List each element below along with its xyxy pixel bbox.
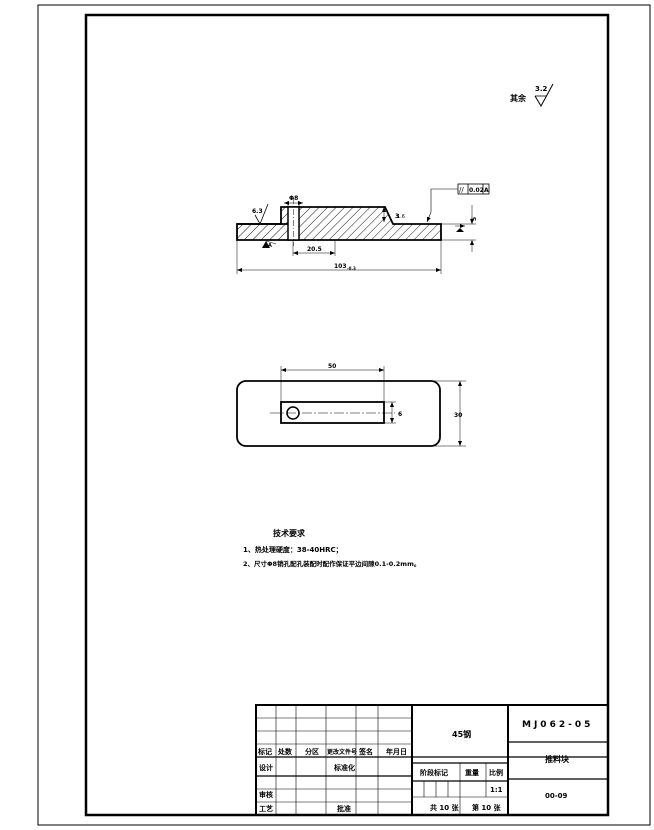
title-block	[255, 704, 609, 816]
row-design: 设计	[259, 763, 273, 772]
dim-slot-length: 50	[328, 363, 336, 370]
front-view-section	[237, 207, 299, 240]
surface-note-roughness: 3.2	[535, 85, 548, 93]
dim-length: 103	[334, 263, 347, 270]
dim-offset: 20.5	[307, 246, 322, 253]
front-view-outline	[236, 206, 442, 241]
row-process: 工艺	[259, 804, 273, 813]
front-view: Φ8 6.3 A 3 1.6 // 0.02 A 5	[236, 183, 490, 274]
tech-req-item-2: 2、尺寸Φ8销孔配孔装配时配作保证平边间隙0.1-0.2mm。	[243, 559, 420, 568]
dim-length-tolerance: -0.3	[347, 266, 356, 271]
datum-label: A	[268, 243, 272, 249]
sheets-total: 共 10 张	[430, 803, 460, 812]
surface-roughness-note: 其余 3.2	[510, 83, 554, 108]
rev-header-zone: 分区	[305, 747, 319, 756]
dim-width: 30	[454, 412, 462, 419]
tolerance-value: 0.02	[469, 187, 484, 194]
tolerance-symbol: //	[459, 186, 464, 194]
roughness-slot-value: 1.6	[397, 214, 405, 220]
stage-mark-label: 阶段标记	[420, 768, 448, 777]
title-block-text: 45钢 MJ062-05 推料块 00-09 标记 处数 分区 更改文件号 签名…	[257, 720, 593, 813]
part-name: 推料块	[545, 754, 570, 764]
slot-outline	[280, 401, 385, 424]
code: 00-09	[545, 792, 568, 800]
scale-value: 1:1	[490, 786, 503, 794]
dim-hole-diameter: Φ8	[289, 195, 298, 202]
rev-header-date: 年月日	[386, 747, 407, 756]
surface-note-label: 其余	[510, 93, 527, 103]
row-check: 审核	[259, 790, 273, 799]
tech-req-title: 技术要求	[273, 528, 306, 538]
technical-requirements: 技术要求 1、热处理硬度：38-40HRC； 2、尺寸Φ8销孔配孔装配时配作保证…	[243, 528, 420, 568]
parallelism-tolerance-frame: // 0.02 A	[426, 183, 490, 223]
roughness-left-icon	[254, 203, 269, 225]
scale-label: 比例	[489, 768, 503, 777]
roughness-left-value: 6.3	[252, 208, 263, 215]
inner-frame	[84, 13, 610, 817]
material: 45钢	[452, 729, 471, 739]
tech-req-item-1: 1、热处理硬度：38-40HRC；	[243, 545, 343, 554]
top-view-outline	[236, 380, 441, 447]
dim-slot-depth: 3	[395, 213, 399, 220]
weight-label: 重量	[465, 768, 479, 777]
sheet-number: 第 10 张	[472, 803, 502, 812]
dim-slot-width: 6	[398, 411, 402, 418]
outer-frame	[37, 4, 651, 826]
dim-height: 5	[471, 217, 478, 221]
rev-header-doc: 更改文件号	[327, 748, 357, 756]
row-standardize: 标准化	[333, 763, 355, 772]
rev-header-mark: 标记	[257, 747, 272, 756]
top-view: 50 6 30	[236, 363, 466, 447]
tolerance-datum: A	[484, 187, 489, 194]
rev-header-sign: 签名	[358, 747, 373, 756]
rev-header-count: 处数	[277, 747, 293, 756]
row-approve: 批准	[337, 804, 351, 813]
datum-triangle-icon	[262, 241, 270, 248]
roughness-symbol-icon	[534, 83, 554, 108]
drawing-number: MJ062-05	[522, 720, 593, 730]
